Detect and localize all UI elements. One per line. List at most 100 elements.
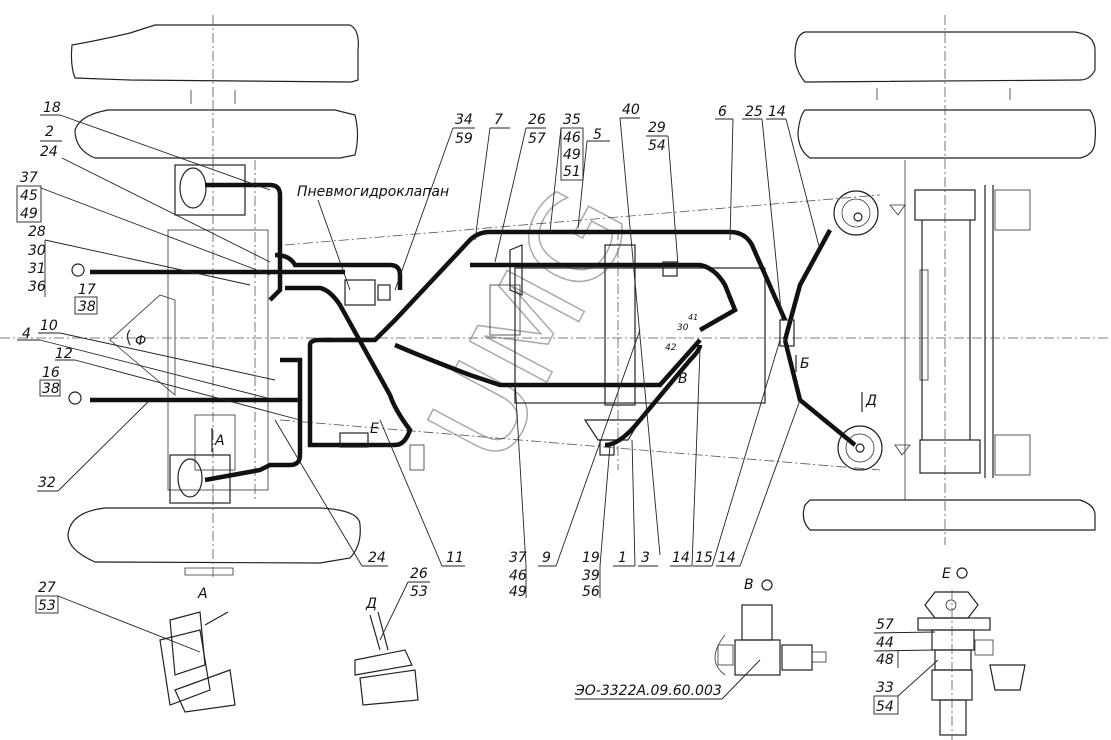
svg-text:53: 53 [38,598,56,614]
callout-16-38: 16 38 [39,365,61,397]
svg-text:12: 12 [55,346,73,362]
svg-text:2: 2 [45,124,54,140]
svg-text:36: 36 [28,279,46,295]
svg-text:1: 1 [618,550,627,566]
air-receiver [489,230,766,470]
callout-24-bottom: 24 [274,419,388,567]
svg-text:33: 33 [876,680,894,696]
detail-view-a: А [159,586,236,713]
svg-text:14: 14 [768,104,786,120]
svg-text:24: 24 [40,144,58,160]
callout-32: 32 [37,399,151,492]
svg-text:В: В [744,577,754,593]
callout-12: 12 [55,346,301,421]
callout-14-b2: 14 [716,399,801,567]
view-mark-b: Б [800,356,810,372]
callout-26-57: 26 57 [494,112,546,263]
svg-text:31: 31 [28,261,46,277]
svg-text:25: 25 [745,104,763,120]
mark-42: 42 [665,343,677,353]
callout-6: 6 [715,104,734,241]
callout-37-45-49: 37 45 49 [16,170,271,276]
svg-text:26: 26 [528,112,546,128]
svg-text:34: 34 [455,112,473,128]
callout-26-53: 26 53 [379,566,430,641]
svg-text:49: 49 [20,206,38,222]
callout-17-38: 17 38 [74,282,98,315]
view-mark-v: В [678,371,688,387]
svg-text:29: 29 [648,120,666,136]
callout-15: 15 [693,339,781,567]
callout-3: 3 [638,550,658,567]
svg-text:Д: Д [365,596,377,612]
svg-text:53: 53 [410,584,428,600]
svg-text:5: 5 [593,127,602,143]
detail-view-d: Д [354,596,419,706]
svg-text:А: А [197,586,208,602]
right-axle-frame [904,160,1031,500]
svg-text:46: 46 [563,130,581,146]
svg-text:14: 14 [718,550,736,566]
svg-text:10: 10 [40,318,58,334]
callout-5: 5 [577,127,610,229]
svg-text:27: 27 [38,580,56,596]
svg-text:54: 54 [648,138,666,154]
callout-25: 25 [742,104,783,321]
callout-27-53: 27 53 [35,580,201,653]
right-front-wheel-outer [794,31,1096,83]
pneumohydro-valve-label: Пневмогидроклапан [297,184,449,200]
svg-text:Ф: Ф [135,334,146,349]
left-front-wheel-outer [70,15,359,98]
svg-text:38: 38 [78,299,96,315]
callout-14-top: 14 [766,104,821,251]
callout-35-46-49-51: 35 46 49 51 [549,112,584,233]
svg-text:26: 26 [410,566,428,582]
svg-text:9: 9 [542,550,551,566]
svg-text:37: 37 [20,170,38,186]
callout-10: 10 [38,318,276,381]
svg-text:6: 6 [718,104,727,120]
svg-text:14: 14 [672,550,690,566]
detail-view-v: В ЭО-3322А.09.60.003 [574,577,827,700]
pneumohydro-valve [344,279,376,306]
svg-text:19: 19 [582,550,600,566]
svg-text:48: 48 [876,652,894,668]
svg-text:56: 56 [582,584,600,600]
callout-37-46-49: 37 46 49 [509,379,527,600]
svg-text:16: 16 [42,365,60,381]
svg-text:49: 49 [563,147,581,163]
svg-text:39: 39 [582,568,600,584]
right-front-wheel-inner [797,88,1097,159]
svg-text:11: 11 [446,550,464,566]
left-rear-wheel [67,495,361,580]
detail-view-e: Е [917,566,1026,740]
view-mark-a: А [214,433,225,449]
right-rear-brake-chamber [837,425,911,471]
svg-text:30: 30 [28,243,46,259]
svg-text:18: 18 [43,100,61,116]
callout-29-54: 29 54 [646,120,679,266]
callout-57-44-48: 57 44 48 [873,617,936,668]
callout-1: 1 [613,439,636,567]
svg-text:57: 57 [876,617,894,633]
svg-text:57: 57 [528,131,546,147]
callout-7: 7 [474,112,510,241]
callout-14-b1: 14 [670,349,701,567]
callout-9: 9 [538,329,641,567]
view-mark-d: Д [865,393,877,409]
svg-text:46: 46 [509,568,527,584]
svg-text:38: 38 [42,381,60,397]
right-rear-wheel [802,499,1096,531]
svg-text:45: 45 [20,188,38,204]
svg-text:7: 7 [494,112,503,128]
svg-text:59: 59 [455,131,473,147]
svg-text:35: 35 [563,112,581,128]
callout-18: 18 [40,100,271,191]
svg-text:32: 32 [38,475,56,491]
callout-11: 11 [379,419,465,567]
svg-text:24: 24 [368,550,386,566]
svg-text:28: 28 [28,224,46,240]
svg-text:40: 40 [622,102,640,118]
brake-pipelines [90,182,857,483]
